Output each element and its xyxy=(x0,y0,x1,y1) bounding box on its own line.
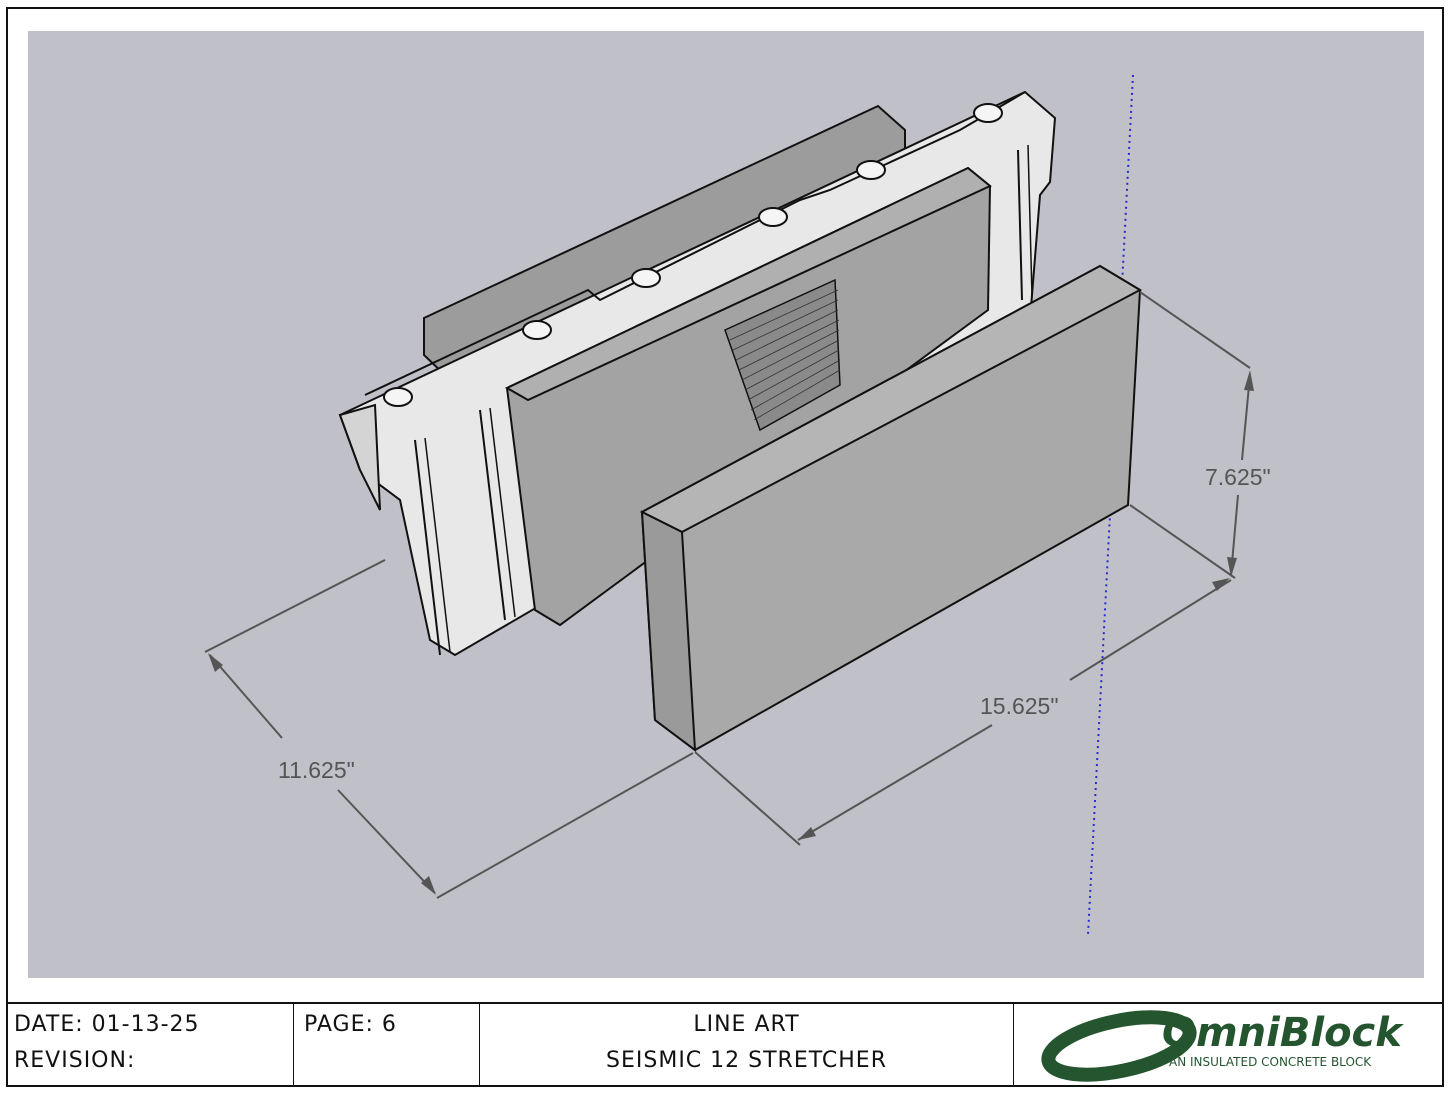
core-web-hatch xyxy=(724,278,841,432)
middle-panel-top xyxy=(504,166,992,402)
height-dimension xyxy=(1129,291,1251,579)
width-dimension xyxy=(204,559,694,899)
logo-tagline: AN INSULATED CONCRETE BLOCK xyxy=(1169,1055,1372,1069)
foam-groove xyxy=(489,407,516,618)
foam-groove xyxy=(1027,144,1033,297)
foam-hole xyxy=(383,387,413,407)
page-cell: PAGE: 6 xyxy=(294,1004,480,1087)
logo-name: OmniBlock xyxy=(1162,1010,1404,1056)
foam-hole xyxy=(522,320,552,340)
foam-groove xyxy=(479,409,506,621)
front-panel-end xyxy=(640,510,697,753)
page-label: PAGE: 6 xyxy=(304,1012,397,1037)
title-line-1: LINE ART xyxy=(693,1012,800,1037)
date-label: DATE: 01-13-25 xyxy=(14,1012,200,1037)
height-dimension-label: 7.625" xyxy=(1205,464,1271,490)
omniblock-logo: OmniBlock AN INSULATED CONCRETE BLOCK xyxy=(1041,1010,1404,1082)
foam-top-edge xyxy=(364,91,1026,396)
foam-hole xyxy=(758,207,788,227)
width-dimension-label: 11.625" xyxy=(278,757,355,783)
title-block: DATE: 01-13-25 REVISION: PAGE: 6 LINE AR… xyxy=(6,1002,1444,1087)
title-line-2: SEISMIC 12 STRETCHER xyxy=(606,1048,887,1073)
revision-label: REVISION: xyxy=(14,1048,136,1073)
date-revision-cell: DATE: 01-13-25 REVISION: xyxy=(6,1004,294,1087)
foam-groove xyxy=(414,439,441,656)
foam-hole xyxy=(631,268,661,288)
foam-hole xyxy=(973,103,1003,123)
foam-end-face xyxy=(338,403,381,511)
foam-groove xyxy=(424,437,451,653)
drawing-title-cell: LINE ART SEISMIC 12 STRETCHER xyxy=(480,1004,1014,1087)
length-dimension xyxy=(694,579,1232,846)
length-dimension-label: 15.625" xyxy=(980,693,1059,719)
drawing-sheet-border xyxy=(6,7,1444,1087)
block-illustration: 7.625" 15.625" 11.625" xyxy=(204,74,1271,936)
logo-cell: OmniBlock AN INSULATED CONCRETE BLOCK xyxy=(1014,1004,1444,1087)
foam-hole xyxy=(856,160,886,180)
foam-groove xyxy=(1017,149,1023,301)
model-viewport: 7.625" 15.625" 11.625" xyxy=(28,31,1424,978)
